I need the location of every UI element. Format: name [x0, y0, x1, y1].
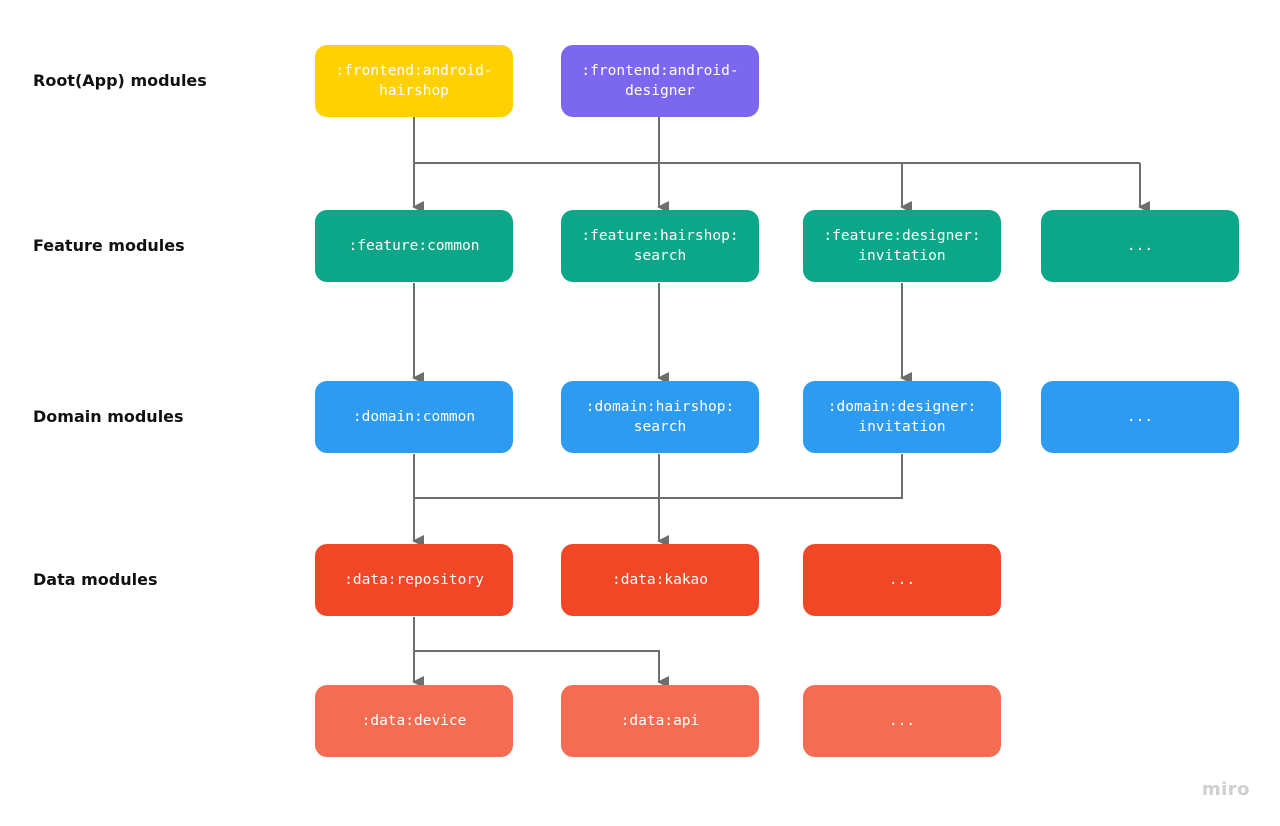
node-data-kakao[interactable]: :data:kakao	[561, 544, 759, 616]
edge-domain-designer-bus	[414, 454, 903, 499]
node-label: :data:api	[620, 713, 700, 729]
node-label: :data:kakao	[611, 572, 709, 588]
node-data-api[interactable]: :data:api	[561, 685, 759, 757]
node-feature-common[interactable]: :feature:common	[315, 210, 513, 282]
row-label-domain: Domain modules	[33, 407, 184, 426]
node-data-more-2[interactable]: ...	[803, 685, 1001, 757]
node-label: ...	[888, 572, 916, 588]
node-domain-more[interactable]: ...	[1041, 381, 1239, 453]
node-domain-designer-invitation[interactable]: :domain:designer: invitation	[803, 381, 1001, 453]
node-feature-hairshop-search[interactable]: :feature:hairshop: search	[561, 210, 759, 282]
node-data-more[interactable]: ...	[803, 544, 1001, 616]
node-label: :data:device	[361, 713, 467, 729]
node-label: :domain:hairshop: search	[585, 399, 735, 435]
node-data-repository[interactable]: :data:repository	[315, 544, 513, 616]
node-label: :feature:common	[348, 238, 480, 254]
row-label-feature: Feature modules	[33, 236, 185, 255]
node-frontend-android-hairshop[interactable]: :frontend:android- hairshop	[315, 45, 513, 117]
node-label: :feature:designer: invitation	[823, 228, 981, 264]
node-label: :domain:common	[352, 409, 476, 425]
node-label: ...	[1126, 238, 1154, 254]
node-data-device[interactable]: :data:device	[315, 685, 513, 757]
row-label-data: Data modules	[33, 570, 158, 589]
node-label: :data:repository	[344, 572, 484, 588]
node-frontend-android-designer[interactable]: :frontend:android- designer	[561, 45, 759, 117]
miro-watermark: miro	[1201, 779, 1250, 800]
node-label: :domain:designer: invitation	[827, 399, 977, 435]
node-label: :frontend:android- hairshop	[335, 63, 493, 99]
node-domain-common[interactable]: :domain:common	[315, 381, 513, 453]
node-label: ...	[888, 713, 916, 729]
node-feature-more[interactable]: ...	[1041, 210, 1239, 282]
node-label: :feature:hairshop: search	[581, 228, 739, 264]
row-label-root: Root(App) modules	[33, 71, 207, 90]
edge-repository-api	[414, 650, 669, 688]
node-label: ...	[1126, 409, 1154, 425]
node-feature-designer-invitation[interactable]: :feature:designer: invitation	[803, 210, 1001, 282]
node-domain-hairshop-search[interactable]: :domain:hairshop: search	[561, 381, 759, 453]
node-label: :frontend:android- designer	[581, 63, 739, 99]
